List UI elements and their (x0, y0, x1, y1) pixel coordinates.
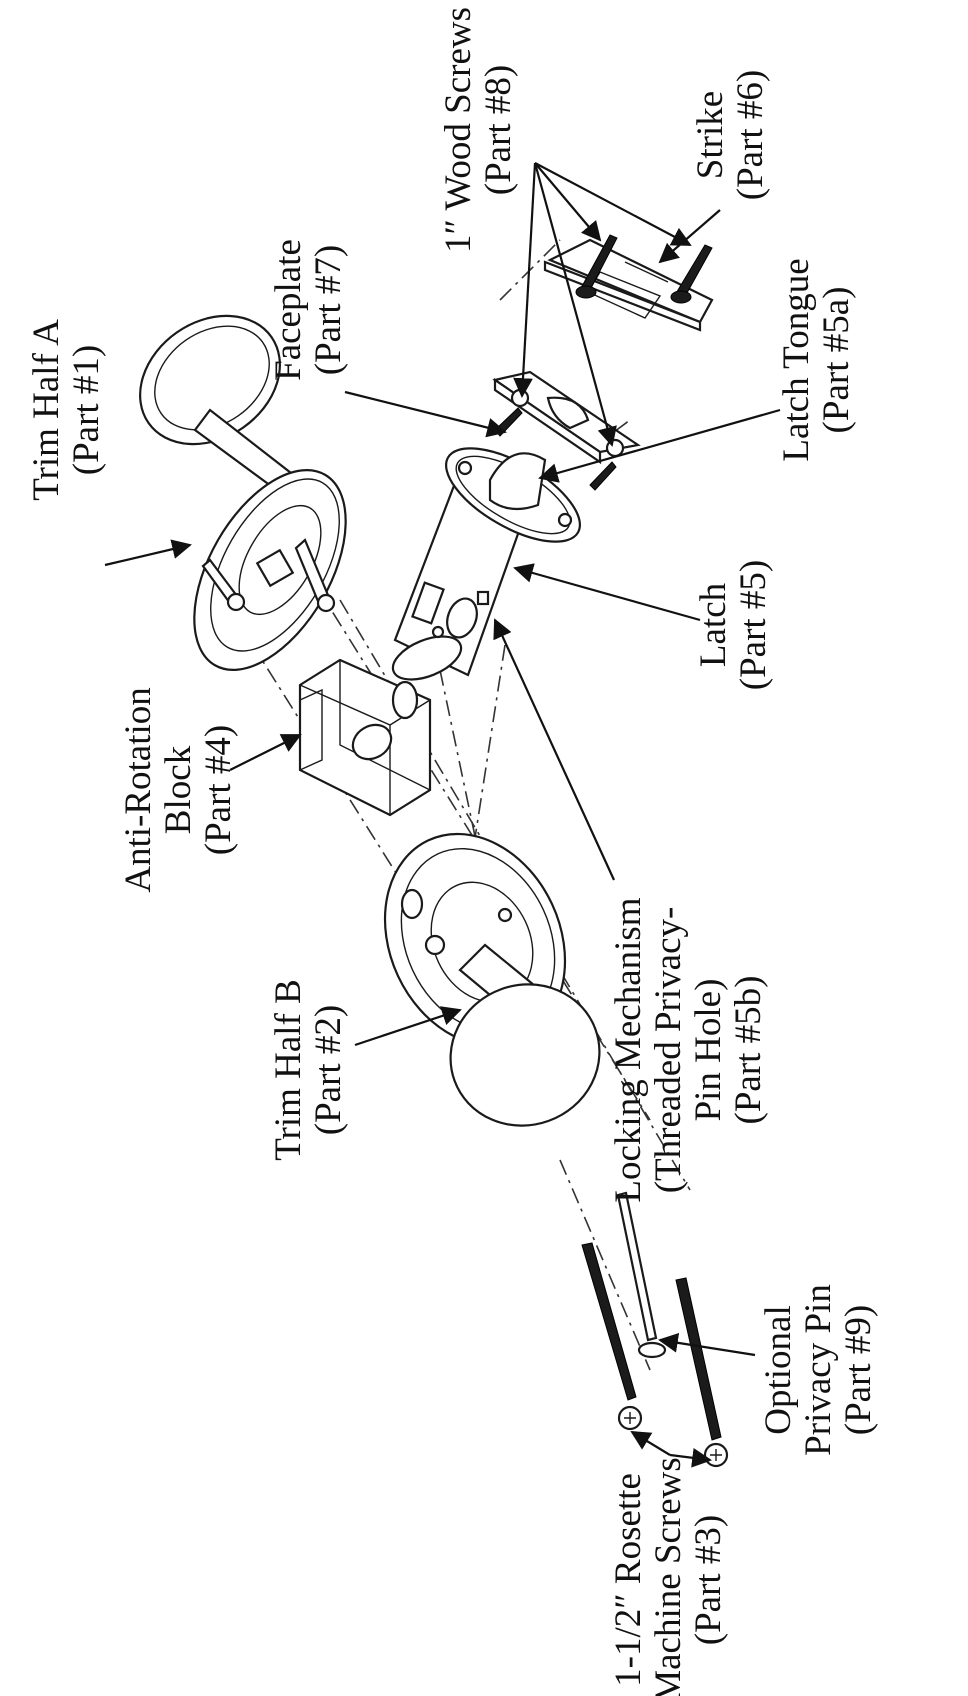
trim-half-b-part (383, 832, 601, 1127)
trim-half-b-line-2: (Part #2) (308, 1005, 349, 1136)
strike-line-2: (Part #6) (730, 70, 771, 201)
label-wood-screws: 1″ Wood Screws (Part #8) (438, 7, 519, 253)
label-trim-half-b: Trim Half B (Part #2) (268, 979, 349, 1161)
anti-rotation-line-1: Anti-Rotation (118, 687, 159, 893)
trim-half-a-part (139, 314, 347, 671)
wood-screws-line-1: 1″ Wood Screws (438, 7, 479, 253)
wood-screws-line-2: (Part #8) (478, 65, 519, 196)
latch-tongue-line-2: (Part #5a) (816, 287, 857, 434)
locking-mechanism-line-1: Locking Mechanism (608, 897, 649, 1202)
locking-mechanism-line-4: (Part #5b) (728, 976, 769, 1125)
privacy-pin-line-3: (Part #9) (838, 1305, 879, 1436)
label-rosette-screws: 1-1/2″ Rosette Machine Screws (Part #3) (608, 1457, 729, 1696)
label-latch: Latch (Part #5) (693, 560, 774, 691)
label-strike: Strike (Part #6) (690, 70, 771, 201)
locking-mechanism-line-3: Pin Hole) (688, 979, 729, 1122)
privacy-pin-part (616, 1191, 667, 1359)
latch-line-2: (Part #5) (733, 560, 774, 691)
label-faceplate: Faceplate (Part #7) (268, 239, 349, 381)
latch-line-1: Latch (693, 582, 734, 667)
anti-rotation-line-2: Block (158, 745, 199, 834)
label-trim-half-a: Trim Half A (Part #1) (26, 319, 107, 501)
trim-half-b-line-1: Trim Half B (268, 979, 309, 1161)
rosette-screws-line-3: (Part #3) (688, 1515, 729, 1646)
label-locking-mechanism: Locking Mechanism (Threaded Privacy- Pin… (608, 897, 769, 1202)
rosette-screws-line-2: Machine Screws (648, 1457, 689, 1696)
trim-half-a-line-2: (Part #1) (66, 345, 107, 476)
anti-rotation-line-3: (Part #4) (198, 725, 239, 856)
trim-half-a-line-1: Trim Half A (26, 319, 67, 501)
faceplate-line-2: (Part #7) (308, 245, 349, 376)
label-anti-rotation: Anti-Rotation Block (Part #4) (118, 687, 239, 893)
strike-part (543, 238, 714, 332)
anti-rotation-block-part (298, 658, 432, 817)
strike-line-1: Strike (690, 91, 731, 179)
latch-tongue-line-1: Latch Tongue (776, 258, 817, 461)
latch-part (391, 447, 581, 681)
faceplate-line-1: Faceplate (268, 239, 309, 381)
leader-arrows (104, 162, 781, 1468)
rosette-screws-line-1: 1-1/2″ Rosette (608, 1473, 649, 1687)
privacy-pin-line-2: Privacy Pin (798, 1284, 839, 1456)
strike-screws (575, 234, 713, 304)
label-latch-tongue: Latch Tongue (Part #5a) (776, 258, 857, 461)
privacy-pin-line-1: Optional (758, 1305, 799, 1434)
locking-mechanism-line-2: (Threaded Privacy- (648, 907, 689, 1194)
label-privacy-pin: Optional Privacy Pin (Part #9) (758, 1284, 879, 1456)
